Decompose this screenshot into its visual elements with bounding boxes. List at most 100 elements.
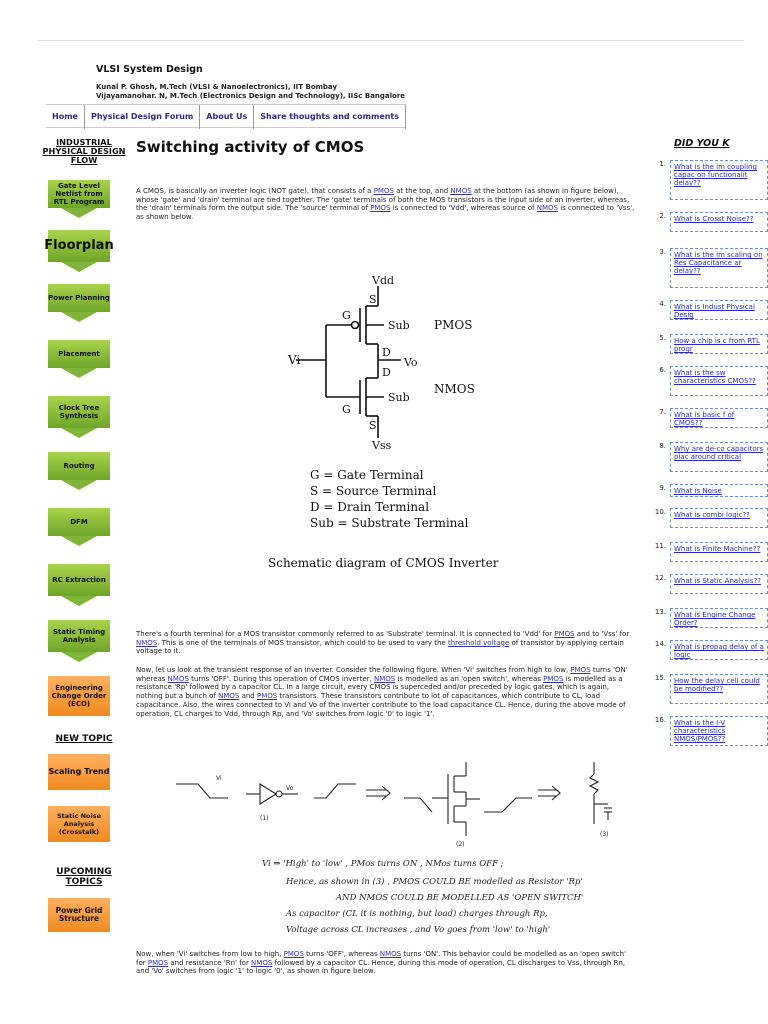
site-header (38, 40, 744, 102)
nmos-link[interactable]: NMOS (374, 674, 396, 683)
flow-step-power-planning[interactable]: Power Planning (48, 284, 110, 322)
list-link[interactable]: What is basic f of CMOS?? (670, 408, 768, 428)
nmos-link[interactable]: NMOS (136, 638, 158, 647)
intro-paragraph: A CMOS, is basically an inverter logic (… (136, 187, 636, 222)
flow-step-clock-tree[interactable]: Clock Tree Synthesis (48, 396, 110, 438)
text: Now, when 'Vi' switches from low to high… (136, 950, 284, 958)
cmos-inverter-schematic: Vdd S G Sub PMOS Vi D Vo D NMOS G Sub S … (268, 276, 499, 570)
list-link[interactable]: What is Noise (670, 484, 768, 497)
list-number: 6. (659, 366, 666, 374)
flow-step-netlist[interactable]: Gate Level Netlist from RTL Program (48, 180, 110, 218)
site-title: VLSI System Design (96, 64, 203, 75)
flow-step-dfm[interactable]: DFM (48, 508, 110, 546)
flow-step-label: Static Noise Analysis (Crosstalk) (56, 812, 102, 836)
pmos-link[interactable]: PMOS (570, 666, 591, 674)
list-link[interactable]: What is propag delay of a logic (670, 640, 768, 660)
list-item: 9.What is Noise (650, 484, 768, 497)
list-number: 14. (654, 640, 666, 648)
flow-step-placement[interactable]: Placement (48, 340, 110, 378)
nmos-link[interactable]: NMOS (218, 692, 240, 701)
nav-physical-design-forum[interactable]: Physical Design Forum (85, 105, 201, 129)
list-item: 15. How the delay cell could be modified?… (650, 674, 768, 704)
list-item: 1.What is the im coupling capac on funct… (650, 160, 768, 200)
list-link[interactable]: What is Static Analysis?? (670, 574, 768, 594)
text: is connected to 'Vss', as shown below. (136, 204, 635, 222)
list-link[interactable]: What is Crosst Noise?? (670, 212, 768, 232)
sketch-note-line-2: Hence, as shown in (3) , PMOS COULD BE m… (285, 876, 583, 887)
list-number: 5. (659, 334, 666, 342)
down-arrow-icon (61, 428, 97, 438)
pmos-link[interactable]: PMOS (554, 630, 575, 638)
list-link[interactable]: What is Finite Machine?? (670, 542, 768, 562)
down-arrow-icon (61, 262, 97, 272)
nmos-link[interactable]: NMOS (450, 187, 472, 195)
list-item: 6. What is the sw characteristics CMOS?? (650, 366, 768, 396)
list-link[interactable]: What is Engine Change Order? (670, 608, 768, 628)
flow-box: Gate Level Netlist from RTL Program (48, 180, 110, 208)
low-to-high-paragraph: Now, when 'Vi' switches from low to high… (136, 950, 636, 976)
text: of transistor by applying certain voltag… (136, 638, 624, 656)
nav-home[interactable]: Home (46, 105, 85, 129)
flow-step-label: Placement (58, 350, 100, 358)
new-topic-scaling-trend[interactable]: Scaling Trend (48, 754, 110, 790)
text: is modelled as a resistance 'Rp' followe… (136, 674, 623, 701)
threshold-voltage-link[interactable]: threshold voltage (447, 638, 510, 647)
flow-heading[interactable]: INDUSTRIAL PHYSICAL DESIGN FLOW (42, 137, 126, 165)
nmos-sub-label: Sub (388, 391, 410, 404)
flow-step-floorplan[interactable]: Floorplan (44, 230, 114, 272)
flow-step-label: Power Planning (48, 294, 110, 302)
text: turns 'OFF', whereas (303, 950, 380, 958)
vdd-label: Vdd (371, 276, 394, 287)
main-content: Switching activity of CMOS A CMOS, is ba… (136, 134, 638, 1024)
vo-label: Vo (403, 356, 418, 369)
list-link[interactable]: What is the I-V characteristics NMOS/PMO… (670, 716, 768, 746)
byline-line-2: Vijayamanohar. N, M.Tech (Electronics De… (96, 91, 406, 100)
list-link[interactable]: What is Indust Physical Desig (670, 300, 768, 320)
nmos-link[interactable]: NMOS (167, 674, 189, 683)
legend-gate: G = Gate Terminal (310, 468, 424, 482)
new-topic-static-noise[interactable]: Static Noise Analysis (Crosstalk) (48, 806, 110, 842)
did-you-know-panel: DID YOU K 1.What is the im coupling capa… (650, 134, 768, 754)
nav-share-thoughts[interactable]: Share thoughts and comments (254, 105, 407, 129)
nmos-link[interactable]: NMOS (379, 950, 402, 958)
flow-step-rc-extraction[interactable]: RC Extraction (48, 564, 110, 606)
text: . This is one of the terminals of MOS tr… (157, 638, 448, 647)
list-link[interactable]: What is the im scaling on Res Capacitanc… (670, 248, 768, 288)
flow-step-label: Routing (63, 462, 95, 470)
pmos-link[interactable]: PMOS (373, 187, 394, 195)
list-link[interactable]: Why are de-co capacitors plac around cri… (670, 442, 768, 472)
list-number: 10. (654, 508, 666, 516)
upcoming-power-grid[interactable]: Power Grid Structure (48, 898, 110, 932)
text: is connected to 'Vdd', whereas source of (390, 204, 537, 213)
upcoming-heading: UPCOMING TOPICS (56, 867, 112, 887)
pmos-label: PMOS (434, 318, 472, 332)
list-link[interactable]: What is combi logic?? (670, 508, 768, 528)
nav-about-us[interactable]: About Us (200, 105, 255, 129)
list-number: 16. (654, 716, 666, 724)
list-number: 15. (654, 674, 666, 682)
flow-step-routing[interactable]: Routing (48, 452, 110, 490)
list-item: 8.Why are de-co capacitors plac around c… (650, 442, 768, 472)
pmos-link[interactable]: PMOS (543, 674, 564, 683)
flow-box: Power Grid Structure (48, 898, 110, 932)
nmos-link[interactable]: NMOS (536, 204, 558, 213)
pmos-link[interactable]: PMOS (370, 204, 391, 213)
flow-step-eco[interactable]: Engineering Change Order (ECO) (48, 676, 110, 716)
sketch-note-line-5: Voltage across CL increases , and Vo goe… (286, 925, 550, 935)
sketch-vi-label: Vi (216, 775, 222, 782)
list-link[interactable]: How the delay cell could be modified?? (670, 674, 768, 704)
flow-step-sta[interactable]: Static Timing Analysis (48, 620, 110, 662)
transient-paragraph: Now, let us look at the transient respon… (136, 666, 636, 718)
list-link[interactable]: How a chip is c from RTL progr (670, 334, 768, 354)
flow-box: Scaling Trend (48, 754, 110, 790)
list-link[interactable]: What is the im coupling capac on functio… (670, 160, 768, 200)
list-number: 12. (654, 574, 666, 582)
nmos-link[interactable]: NMOS (251, 958, 273, 967)
text: and (239, 692, 257, 701)
pmos-link[interactable]: PMOS (256, 692, 278, 701)
list-item: 13.What is Engine Change Order? (650, 608, 768, 628)
pmos-link[interactable]: PMOS (283, 950, 304, 958)
pmos-link[interactable]: PMOS (147, 958, 169, 967)
list-link[interactable]: What is the sw characteristics CMOS?? (670, 366, 768, 396)
